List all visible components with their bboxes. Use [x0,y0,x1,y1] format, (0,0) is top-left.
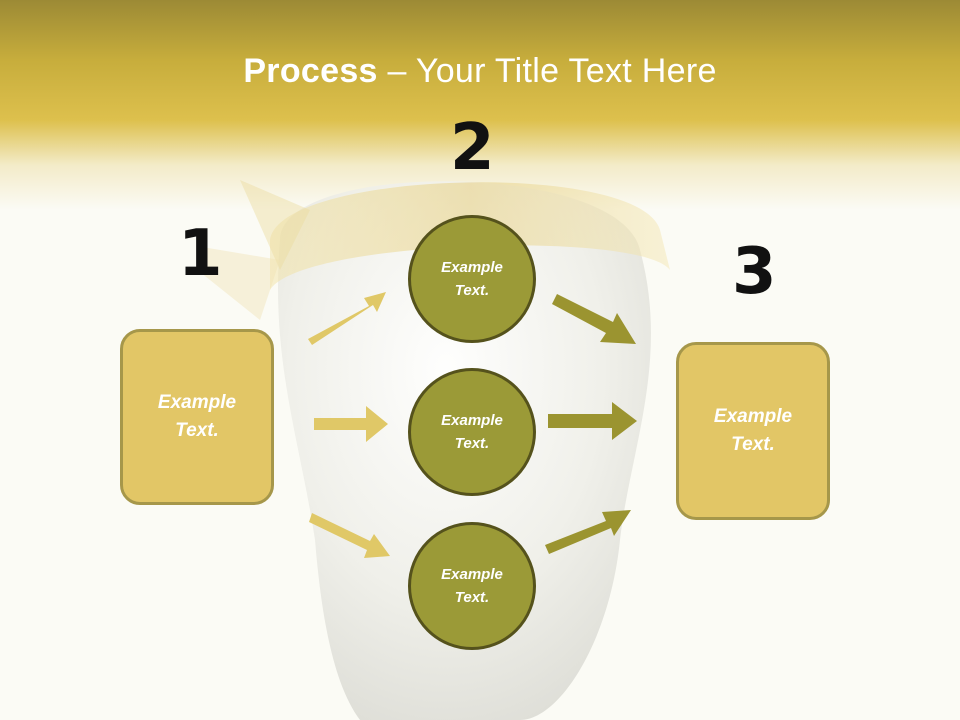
left-step-box: Example Text. [120,329,274,505]
arrow-left-to-middle [314,406,388,442]
arrow-middle-to-right [548,402,637,440]
title-bold: Process [243,52,378,90]
right-box-text: Example Text. [713,405,793,456]
circle-bottom: Example Text. [408,522,536,650]
circle-bottom-text: Example Text. [441,565,503,606]
title-rest: – Your Title Text Here [377,52,717,90]
arrow-left-to-bottom [309,513,390,558]
step-number-1: 1 [178,217,223,291]
arrow-bottom-to-right [545,510,631,554]
circle-top: Example Text. [408,215,536,343]
circle-middle: Example Text. [408,368,536,496]
page-title: Process – Your Title Text Here [0,52,960,91]
circle-top-text: Example Text. [441,258,503,299]
arrow-left-to-top [308,292,386,345]
left-box-text: Example Text. [157,391,237,442]
step-number-3: 3 [732,235,777,309]
right-step-box: Example Text. [676,342,830,520]
arrow-top-to-right [552,294,636,344]
circle-middle-text: Example Text. [441,411,503,452]
step-number-2: 2 [450,111,495,185]
